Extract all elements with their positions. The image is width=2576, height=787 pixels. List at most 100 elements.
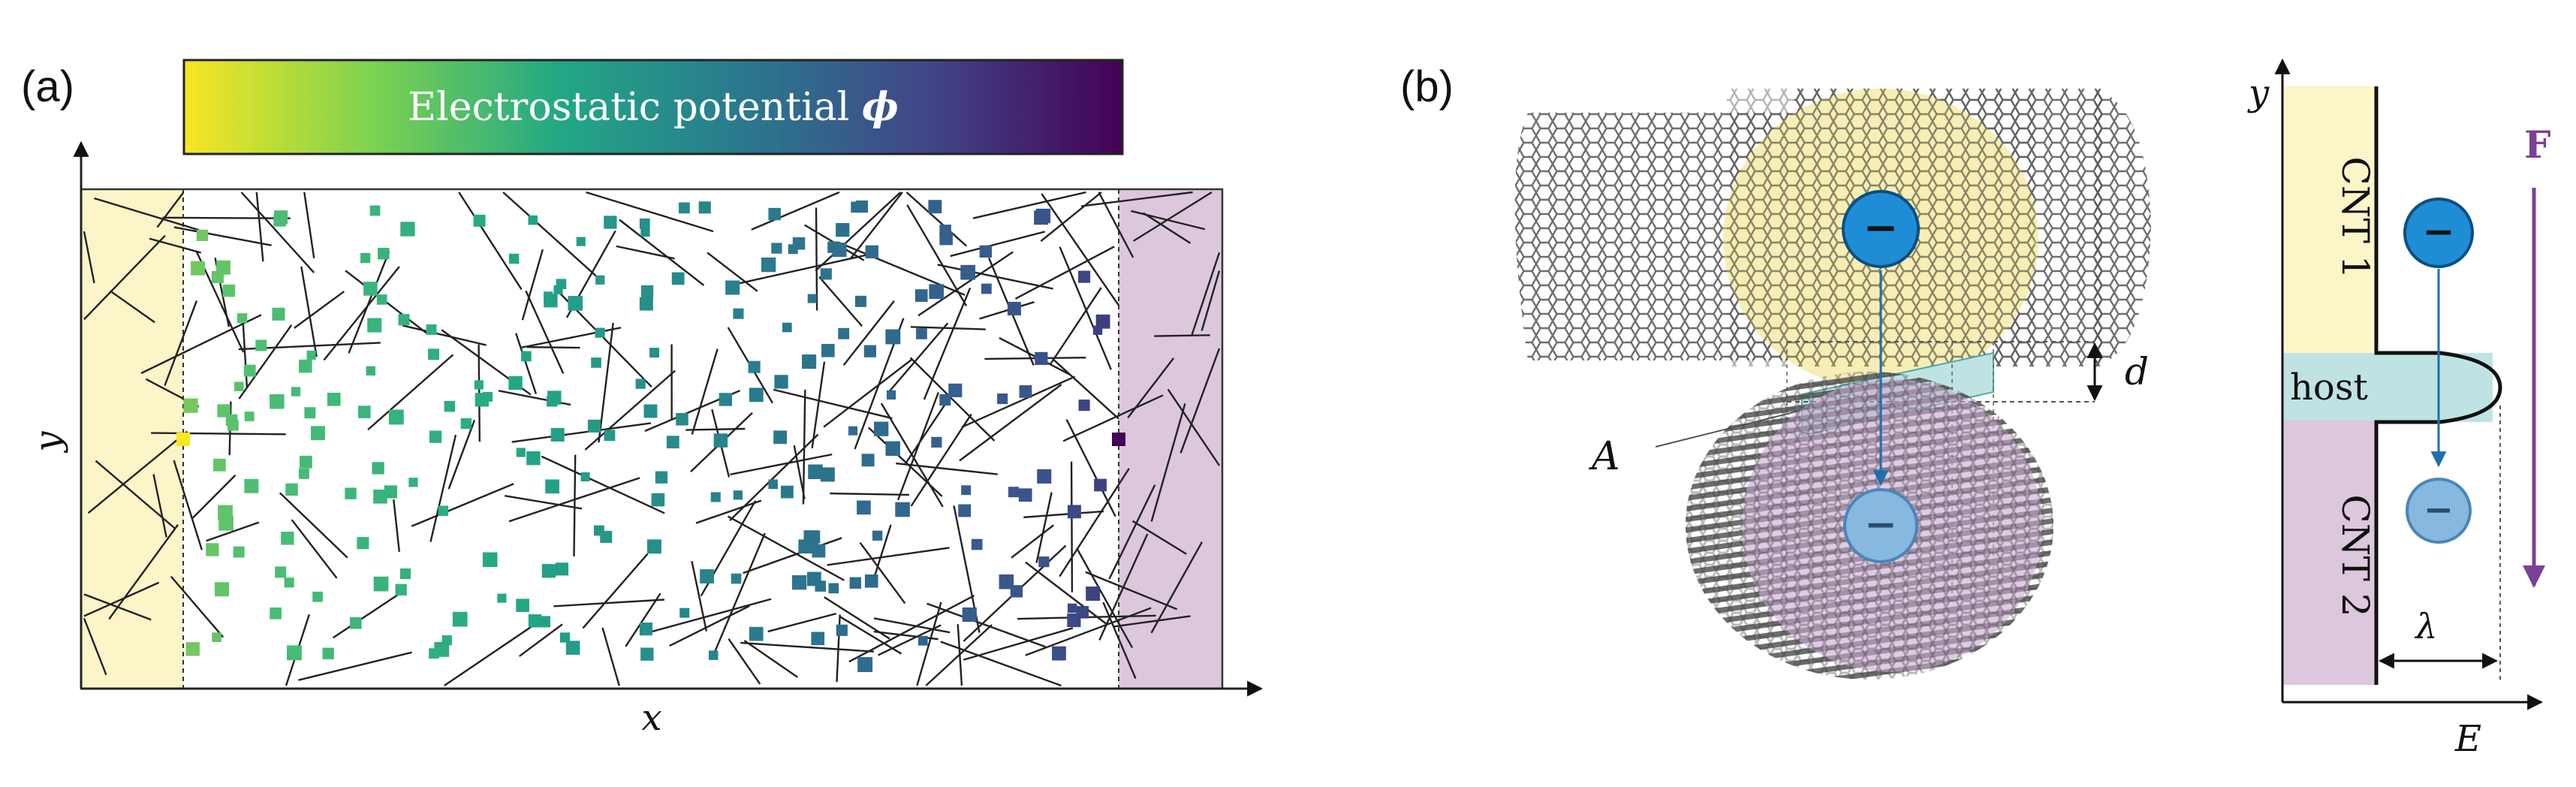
cnt-stick (1102, 602, 1137, 679)
cnt-stick (294, 291, 345, 329)
junction-node (275, 566, 287, 578)
cnt-stick (173, 460, 203, 550)
cnt-stick (525, 290, 565, 374)
cnt-stick (83, 231, 95, 284)
cnt-stick (959, 384, 1062, 462)
host-band (2282, 353, 2493, 422)
junction-node (304, 407, 316, 419)
junction-node (550, 427, 565, 442)
junction-node (234, 381, 244, 391)
panel-a-label: (a) (21, 62, 74, 111)
cnt-stick (1127, 357, 1175, 419)
junction-node (528, 614, 542, 628)
gap-d-label: d (2125, 350, 2149, 394)
junction-node (284, 577, 294, 588)
junction-node (311, 426, 325, 441)
cnt-stick (149, 237, 201, 254)
junction-node (802, 354, 817, 369)
cnt-stick (164, 300, 198, 386)
junction-node (399, 568, 411, 580)
junction-node (384, 485, 398, 499)
junction-node (812, 544, 826, 558)
junction-node (939, 394, 951, 406)
cnt-stick (979, 301, 1035, 320)
host-label: host (2290, 366, 2368, 409)
junction-node (635, 378, 646, 389)
junction-node (1034, 210, 1049, 225)
energy-diagram-y-label: y (2247, 72, 2270, 114)
junction-node (971, 538, 983, 550)
cnt-stick (871, 524, 892, 584)
energy-electron-top-symbol: − (2422, 209, 2455, 255)
junction-node (655, 471, 668, 484)
cnt-stick (151, 432, 286, 436)
junction-node (1078, 400, 1090, 412)
junction-node (270, 607, 282, 620)
junction-node (429, 430, 442, 443)
junction-node (857, 657, 873, 672)
cnt-stick (393, 499, 400, 552)
cnt-stick (740, 641, 874, 653)
cnt-stick (573, 454, 577, 556)
junction-node (774, 375, 788, 389)
junction-node (388, 409, 404, 425)
cnt-stick (1040, 191, 1102, 243)
junction-node (322, 647, 334, 659)
cnt2-label: CNT 2 (2333, 494, 2377, 617)
junction-node (749, 387, 764, 403)
junction-node (851, 201, 863, 213)
junction-node (864, 574, 878, 588)
junction-node (568, 296, 583, 311)
junction-node (206, 543, 219, 556)
junction-node (863, 345, 876, 357)
junction-node (452, 611, 468, 627)
cnt-stick (963, 627, 1074, 661)
cnt-stick (691, 348, 719, 435)
junction-node (429, 648, 439, 659)
junction-node (521, 351, 532, 362)
junction-node (1007, 301, 1021, 315)
junction-node (781, 485, 794, 499)
junction-node (225, 414, 238, 427)
cnt-stick (598, 323, 614, 443)
junction-node (300, 455, 312, 469)
electron-cnt2: − (1843, 488, 1918, 563)
junction-node (215, 260, 230, 275)
cnt-stick (767, 612, 836, 633)
cnt-stick (83, 234, 166, 321)
cnt-stick (1142, 212, 1192, 244)
junction-node (773, 430, 788, 445)
cnt-stick (743, 537, 842, 574)
junction-node (291, 387, 301, 397)
cnt-stick (300, 266, 318, 357)
colorbar-gradient (182, 59, 1124, 155)
junction-node (508, 375, 523, 390)
cnt-stick (923, 288, 972, 400)
panel-b: (b) d A − (1400, 58, 2551, 760)
cnt-stick (873, 617, 951, 634)
energy-electron-bottom-symbol: − (2424, 489, 2454, 531)
junction-node (217, 404, 230, 418)
junction-node (874, 421, 889, 436)
cnt-stick (793, 445, 806, 499)
cnt-stick (206, 521, 260, 542)
cnt-stick (83, 617, 107, 675)
junction-node (1035, 351, 1048, 366)
junction-node (196, 229, 208, 241)
colorbar-label: Electrostatic potential ϕ (408, 84, 899, 130)
cnt-stick (669, 605, 750, 647)
junction-node (218, 505, 233, 520)
junction-node (811, 632, 825, 646)
cnt-stick (348, 251, 390, 354)
junction-node (373, 489, 387, 504)
junction-node (357, 537, 369, 550)
cnt-stick (916, 602, 942, 686)
cnt-stick (1035, 492, 1053, 563)
junction-node (666, 436, 679, 449)
cnt-stick (850, 191, 903, 259)
junction-node (473, 214, 486, 227)
cnt-stick (582, 553, 649, 629)
junction-node (916, 327, 927, 339)
right-electrode-region (1119, 189, 1222, 689)
cnt-stick (727, 515, 845, 581)
